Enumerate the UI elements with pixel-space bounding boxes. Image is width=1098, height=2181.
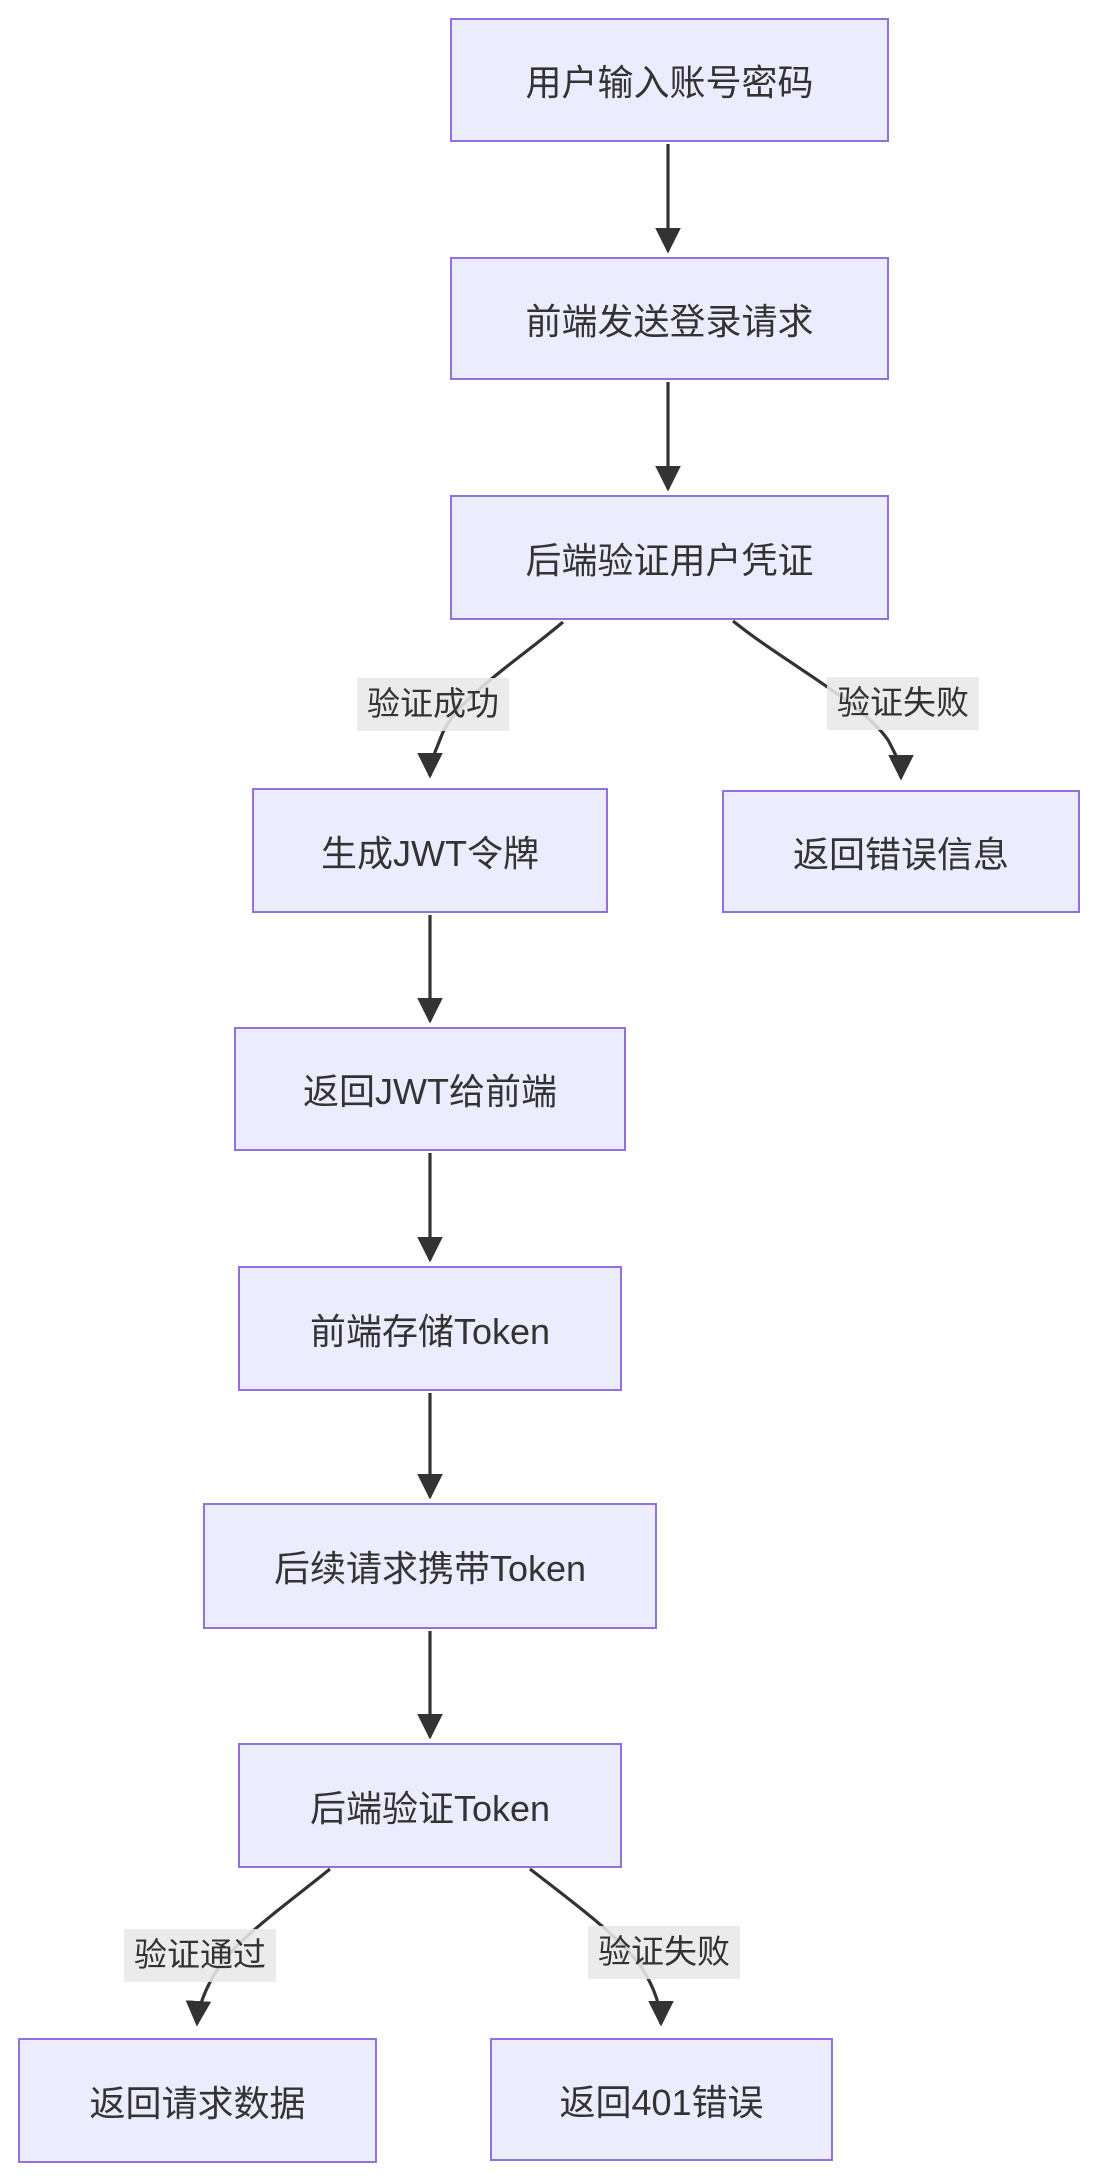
node-return-request-data: 返回请求数据 [18, 2038, 377, 2163]
edge-label-verify-pass: 验证通过 [124, 1929, 276, 1982]
node-backend-verify-credentials: 后端验证用户凭证 [450, 495, 889, 620]
node-return-401-error: 返回401错误 [490, 2038, 833, 2161]
edge-label-verify-success: 验证成功 [357, 678, 509, 731]
node-frontend-store-token: 前端存储Token [238, 1266, 622, 1391]
node-frontend-send-login: 前端发送登录请求 [450, 257, 889, 380]
node-user-input-credentials: 用户输入账号密码 [450, 18, 889, 142]
node-backend-verify-token: 后端验证Token [238, 1743, 622, 1868]
edge-label-verify-fail-top: 验证失败 [827, 677, 979, 730]
node-return-jwt-to-frontend: 返回JWT给前端 [234, 1027, 626, 1151]
edge-label-verify-fail-bottom: 验证失败 [588, 1926, 740, 1979]
node-return-error-message: 返回错误信息 [722, 790, 1080, 913]
node-subsequent-requests-carry-token: 后续请求携带Token [203, 1503, 657, 1629]
node-generate-jwt: 生成JWT令牌 [252, 788, 608, 913]
